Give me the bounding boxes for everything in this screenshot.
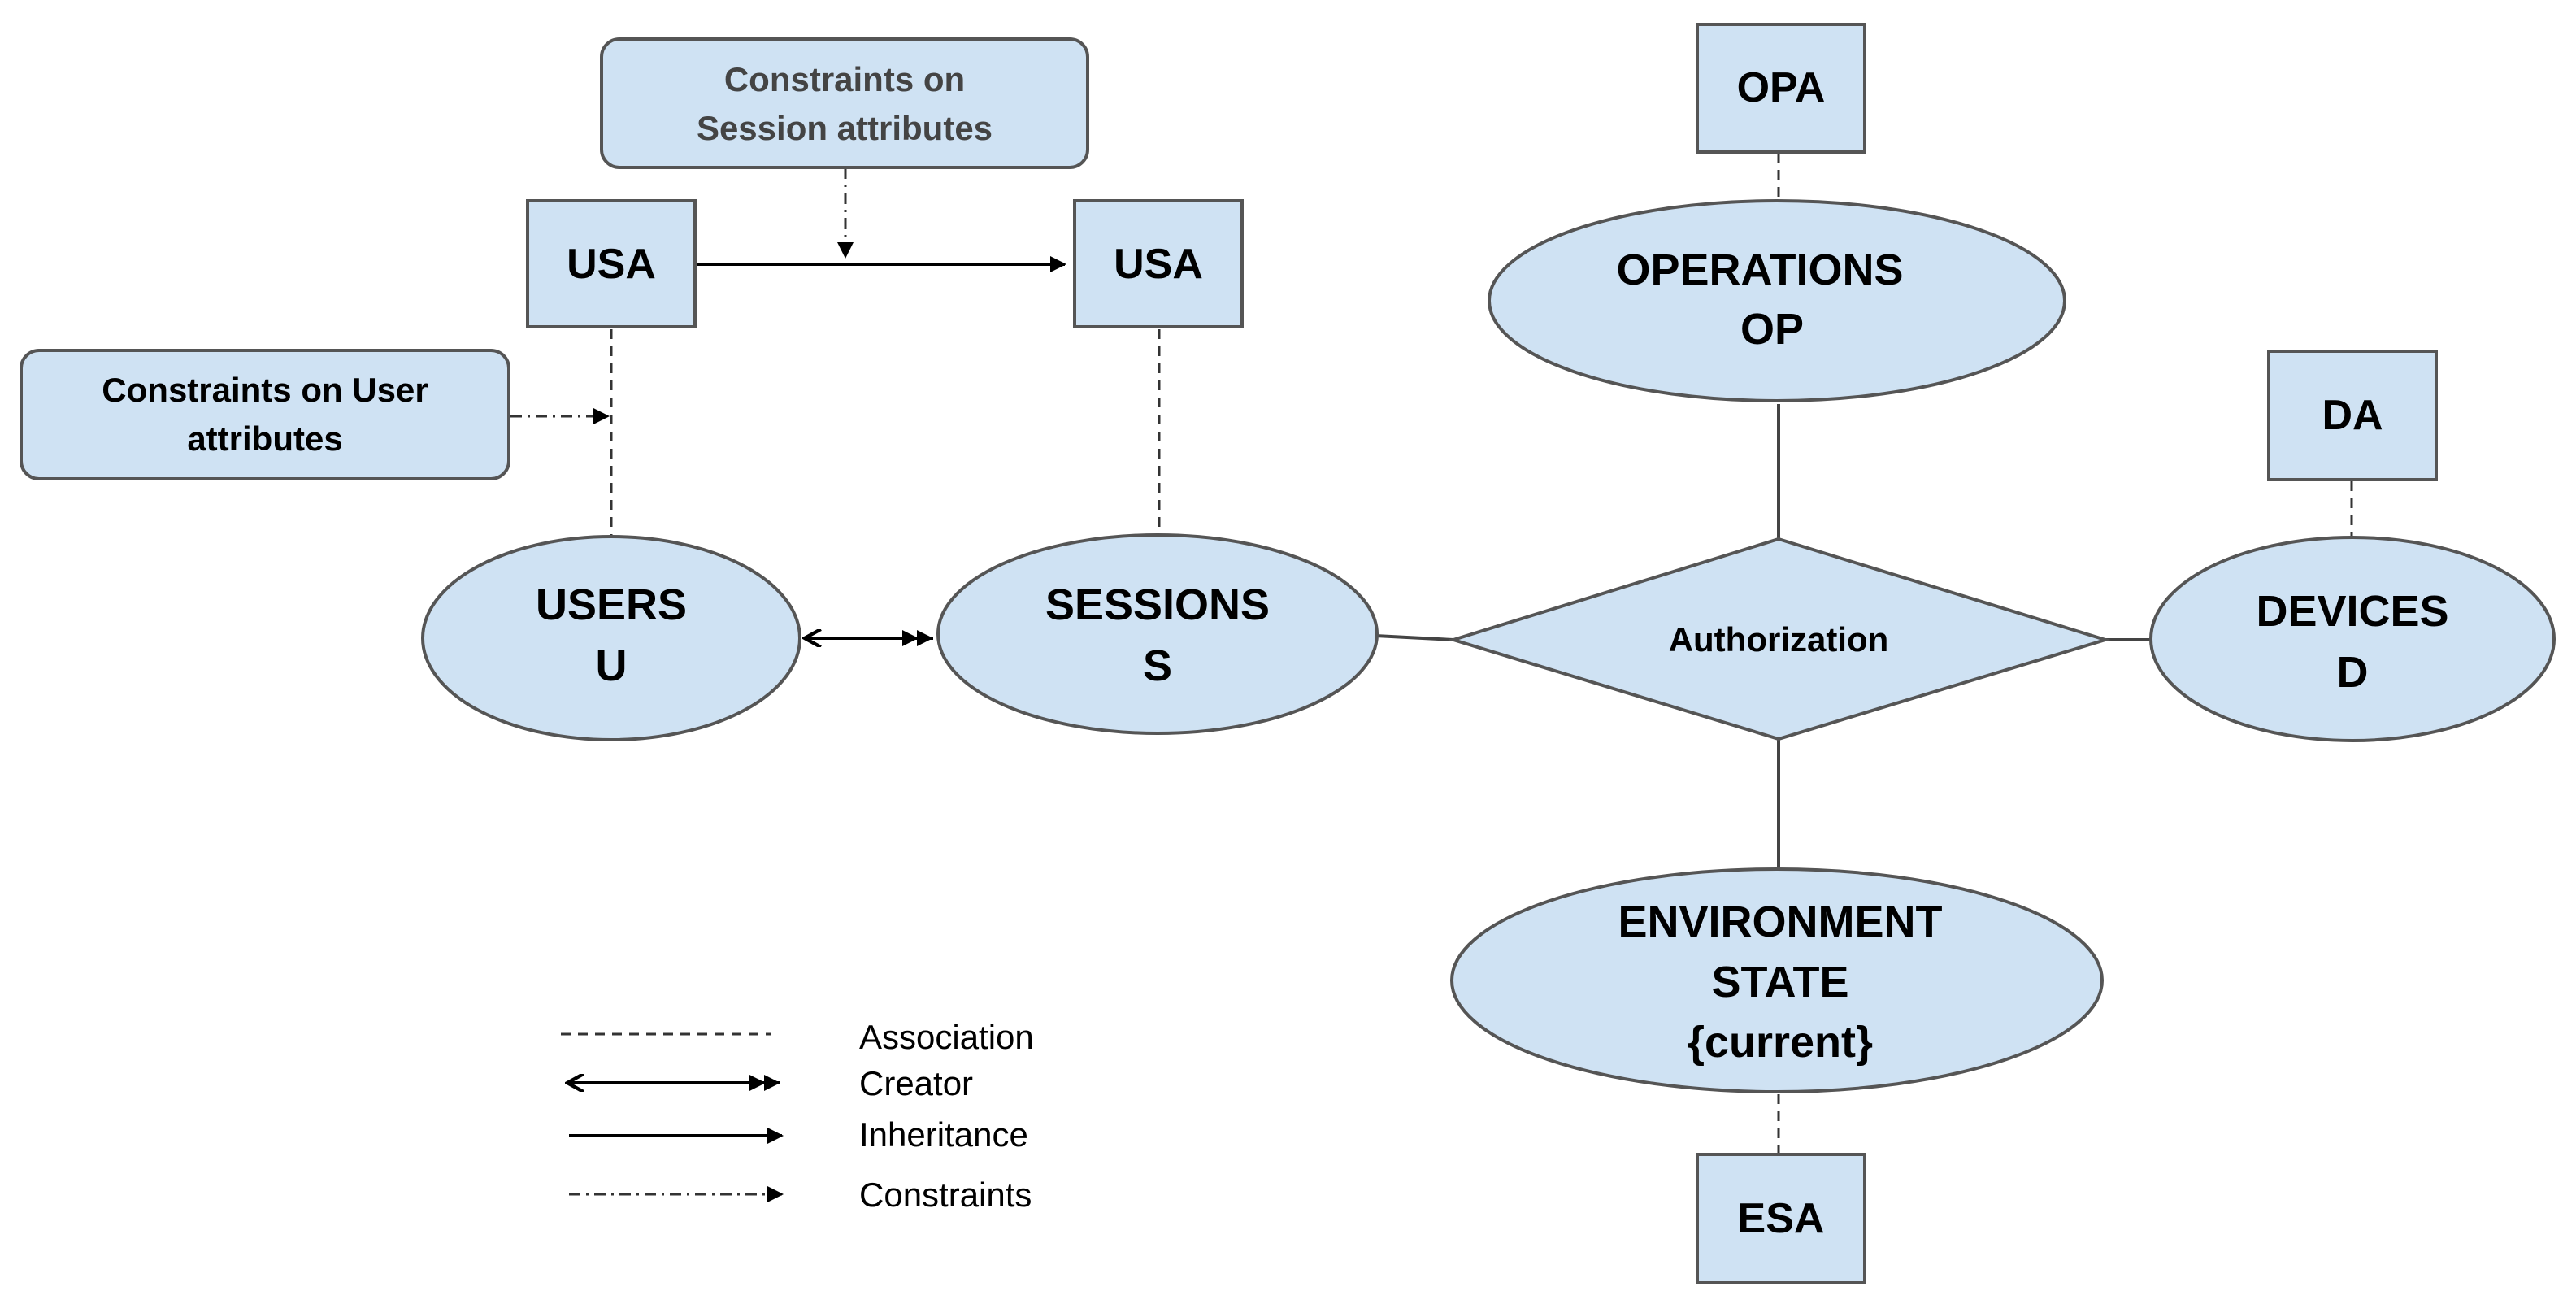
devices-symbol: D bbox=[2337, 648, 2369, 697]
user-constraints-line1: Constraints on User bbox=[102, 371, 428, 409]
opa-label: OPA bbox=[1737, 64, 1826, 111]
session-constraints-line2: Session attributes bbox=[697, 109, 993, 147]
esa-label: ESA bbox=[1738, 1195, 1825, 1242]
legend-creator-label: Creator bbox=[859, 1064, 973, 1102]
usa-user-attribute-box: USA bbox=[526, 199, 697, 328]
environment-current-label: {current} bbox=[1688, 1018, 1873, 1067]
usa-session-label: USA bbox=[1114, 241, 1203, 288]
legend-association-label: Association bbox=[859, 1018, 1034, 1056]
legend: Association Creator Inheritance Constrai… bbox=[561, 1018, 1034, 1214]
users-symbol: U bbox=[596, 641, 628, 690]
esa-attribute-box: ESA bbox=[1696, 1153, 1866, 1284]
session-constraints-line1: Constraints on bbox=[724, 60, 965, 98]
authorization-label: Authorization bbox=[1669, 620, 1889, 659]
usa-session-attribute-box: USA bbox=[1073, 199, 1244, 328]
legend-inheritance-label: Inheritance bbox=[859, 1115, 1028, 1154]
sessions-label: SESSIONS bbox=[1045, 580, 1270, 629]
usa-user-label: USA bbox=[567, 241, 656, 288]
opa-attribute-box: OPA bbox=[1696, 23, 1866, 154]
users-label: USERS bbox=[536, 580, 687, 629]
operations-label: OPERATIONS bbox=[1616, 246, 1903, 294]
user-attribute-constraints-box: Constraints on User attributes bbox=[20, 349, 510, 480]
da-label: DA bbox=[2322, 392, 2383, 439]
sessions-entity: SESSIONS S bbox=[936, 533, 1379, 735]
operations-symbol: OP bbox=[1740, 305, 1804, 354]
edge-sessions-authorization bbox=[1375, 634, 1454, 641]
devices-entity: DEVICES D bbox=[2149, 536, 2556, 742]
users-entity: USERS U bbox=[421, 535, 801, 741]
environment-state-entity: ENVIRONMENT STATE {current} bbox=[1450, 867, 2104, 1093]
authorization-relationship: Authorization bbox=[1448, 537, 2111, 741]
devices-label: DEVICES bbox=[2256, 587, 2448, 636]
session-attribute-constraints-box: Constraints on Session attributes bbox=[600, 37, 1089, 169]
sessions-symbol: S bbox=[1143, 641, 1172, 690]
legend-constraints-label: Constraints bbox=[859, 1176, 1032, 1214]
user-constraints-line2: attributes bbox=[187, 419, 342, 458]
environment-state-label: STATE bbox=[1712, 958, 1849, 1006]
da-attribute-box: DA bbox=[2267, 350, 2438, 481]
environment-label: ENVIRONMENT bbox=[1618, 898, 1942, 946]
operations-entity: OPERATIONS OP bbox=[1488, 199, 2066, 402]
